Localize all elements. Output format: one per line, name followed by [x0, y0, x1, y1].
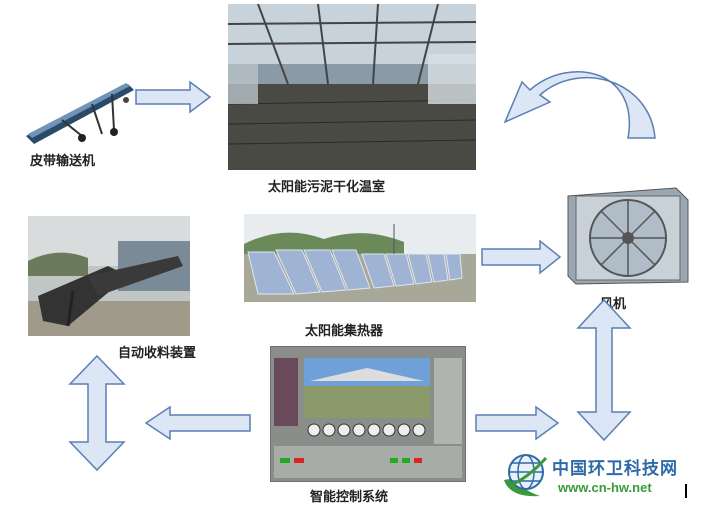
- control-system-image: [270, 346, 466, 482]
- conveyor-image: [22, 48, 140, 148]
- globe-logo-icon: [500, 450, 552, 500]
- arrow-control-to-right: [475, 405, 560, 441]
- conveyor-label: 皮带输送机: [30, 154, 96, 169]
- logo-url: www.cn-hw.net: [558, 480, 652, 495]
- greenhouse-label: 太阳能污泥干化温室: [268, 180, 386, 195]
- arrow-solar-to-fan: [481, 239, 562, 275]
- double-arrow-collection-control: [68, 354, 126, 472]
- greenhouse-image: [228, 4, 476, 170]
- fan-image: [566, 186, 690, 286]
- arrow-control-to-left: [144, 405, 251, 441]
- curved-arrow-fan-to-greenhouse: [503, 71, 656, 139]
- solar-collector-image: [244, 214, 476, 302]
- solar-collector-label: 太阳能集热器: [305, 324, 384, 339]
- collection-device-label: 自动收料装置: [118, 346, 197, 361]
- text-cursor: [685, 484, 687, 498]
- double-arrow-fan-control: [576, 298, 632, 442]
- collection-device-image: [28, 216, 190, 336]
- control-system-label: 智能控制系统: [310, 490, 389, 505]
- logo-title: 中国环卫科技网: [552, 459, 678, 479]
- arrow-conveyor-to-greenhouse: [135, 80, 212, 114]
